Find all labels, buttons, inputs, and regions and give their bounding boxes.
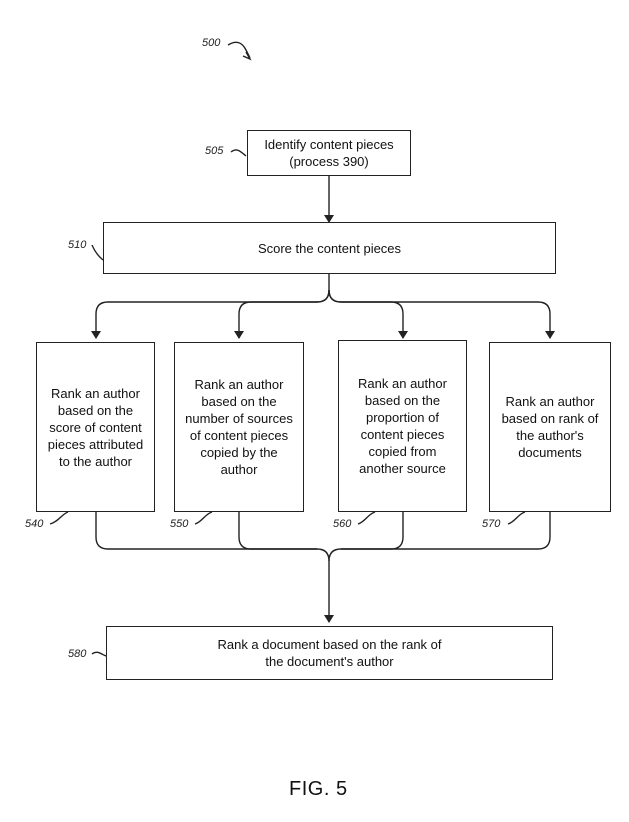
figure-ref-number: 500 bbox=[202, 37, 221, 49]
step-rank-by-proportion-label: Rank an author based on the proportion o… bbox=[358, 376, 447, 476]
ref-leader-500 bbox=[227, 41, 251, 59]
ref-leader-540 bbox=[49, 511, 69, 525]
step-identify-label: Identify content pieces (process 390) bbox=[264, 137, 394, 169]
ref-leader-570 bbox=[507, 511, 526, 525]
step-rank-by-documents-label: Rank an author based on rank of the auth… bbox=[501, 394, 599, 460]
ref-leader-580 bbox=[91, 651, 107, 657]
ref-570: 570 bbox=[482, 518, 501, 530]
step-rank-by-proportion: Rank an author based on the proportion o… bbox=[338, 340, 467, 512]
step-score-content-pieces: Score the content pieces bbox=[103, 222, 556, 274]
ref-leader-505 bbox=[230, 149, 247, 157]
ref-580: 580 bbox=[68, 648, 87, 660]
ref-leader-560 bbox=[357, 511, 376, 525]
step-rank-by-score: Rank an author based on the score of con… bbox=[36, 342, 155, 512]
ref-505: 505 bbox=[205, 145, 224, 157]
ref-leader-550 bbox=[194, 511, 213, 525]
step-identify-content-pieces: Identify content pieces (process 390) bbox=[247, 130, 411, 176]
step-rank-by-score-label: Rank an author based on the score of con… bbox=[47, 385, 144, 469]
ref-560: 560 bbox=[333, 518, 352, 530]
split-connector bbox=[91, 274, 330, 339]
step-rank-by-sources-label: Rank an author based on the number of so… bbox=[185, 377, 293, 477]
ref-540: 540 bbox=[25, 518, 44, 530]
ref-510: 510 bbox=[68, 239, 87, 251]
ref-leader-510 bbox=[91, 244, 104, 261]
ref-550: 550 bbox=[170, 518, 189, 530]
step-rank-document-label: Rank a document based on the rank of the… bbox=[217, 637, 442, 669]
step-rank-by-sources: Rank an author based on the number of so… bbox=[174, 342, 304, 512]
merge-connector bbox=[95, 512, 330, 562]
step-score-label: Score the content pieces bbox=[257, 240, 402, 256]
step-rank-document: Rank a document based on the rank of the… bbox=[106, 626, 553, 680]
step-rank-by-documents: Rank an author based on rank of the auth… bbox=[489, 342, 611, 512]
figure-caption: FIG. 5 bbox=[289, 778, 348, 800]
